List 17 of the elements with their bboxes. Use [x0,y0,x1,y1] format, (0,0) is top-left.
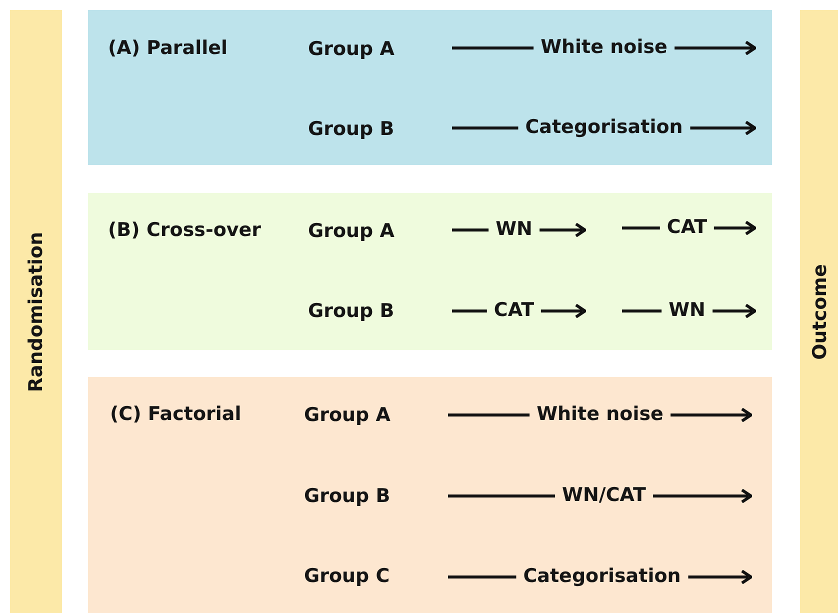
group-label: Group B [304,484,390,508]
side-band [10,10,62,613]
band-label: Outcome [809,264,831,360]
panel [88,193,772,350]
group-label: Group B [308,117,394,141]
panel-title: (A) Parallel [108,36,228,60]
group-label: Group A [304,403,390,427]
side-band [800,10,838,613]
panel [88,10,772,165]
group-label: Group A [308,37,394,61]
band-label: Randomisation [25,231,47,392]
panel-title: (C) Factorial [110,402,242,426]
panel-title: (B) Cross-over [108,218,262,242]
group-label: Group B [308,299,394,323]
group-label: Group C [304,564,390,588]
panel [88,377,772,613]
group-label: Group A [308,219,394,243]
